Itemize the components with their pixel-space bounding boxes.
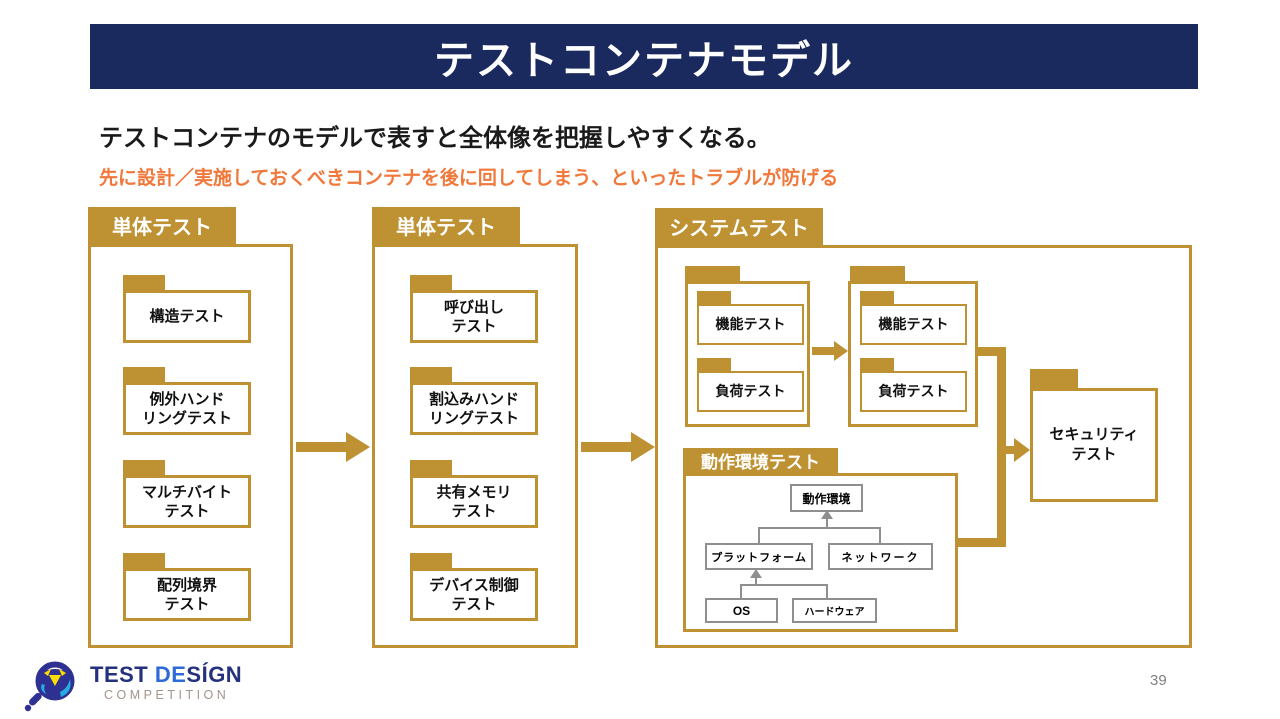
logo-subtext: COMPETITION xyxy=(104,688,230,702)
connector-line xyxy=(955,538,1006,547)
subtitle-text: テストコンテナのモデルで表すと全体像を把握しやすくなる。 xyxy=(99,125,771,152)
folder-tab-icon xyxy=(410,275,452,290)
folder-tab-icon xyxy=(860,358,894,371)
test-item-exception: 例外ハンド リングテスト xyxy=(123,382,251,435)
node-hardware: ハードウェア xyxy=(792,598,877,623)
tree-connector xyxy=(759,527,881,529)
tree-connector xyxy=(879,527,881,543)
connector-line xyxy=(978,347,998,356)
tree-connector xyxy=(741,584,828,586)
folder-tab-icon xyxy=(410,367,452,382)
flow-arrow-sub-head xyxy=(834,341,848,361)
magnifier-fox-icon xyxy=(24,661,75,712)
test-item-function-1: 機能テスト xyxy=(697,304,804,345)
flow-arrow-3 xyxy=(1005,446,1015,454)
tree-arrow-up xyxy=(750,569,762,578)
folder-tab-icon xyxy=(697,291,731,304)
test-item-load-2: 負荷テスト xyxy=(860,371,967,412)
test-item-interrupt: 割込みハンド リングテスト xyxy=(410,382,538,435)
node-operating-environment: 動作環境 xyxy=(790,484,863,512)
folder-tab-icon xyxy=(685,266,740,281)
folder-tab-unit2: 単体テスト xyxy=(372,207,520,244)
tree-connector xyxy=(826,584,828,598)
test-item-structure: 構造テスト xyxy=(123,290,251,343)
test-item-load-1: 負荷テスト xyxy=(697,371,804,412)
folder-tab-icon xyxy=(1030,369,1078,388)
note-text: 先に設計／実施しておくべきコンテナを後に回してしまう、といったトラブルが防げる xyxy=(99,168,839,189)
flow-arrow-1-head xyxy=(346,432,370,462)
folder-tab-icon xyxy=(123,367,165,382)
node-network: ネットワーク xyxy=(828,543,933,570)
connector-line xyxy=(997,347,1006,547)
flow-arrow-3-head xyxy=(1014,438,1030,462)
folder-tab-icon xyxy=(850,266,905,281)
test-item-multibyte: マルチバイト テスト xyxy=(123,475,251,528)
folder-tab-icon xyxy=(123,275,165,290)
folder-tab-icon xyxy=(860,291,894,304)
folder-tab-icon xyxy=(410,553,452,568)
logo: TEST DESÍGN COMPETITION xyxy=(24,656,242,714)
folder-tab-icon xyxy=(123,460,165,475)
folder-tab-system: システムテスト xyxy=(655,208,823,245)
test-item-shared-memory: 共有メモリ テスト xyxy=(410,475,538,528)
folder-tab-icon xyxy=(410,460,452,475)
folder-tab-env: 動作環境テスト xyxy=(683,448,838,473)
flow-arrow-2 xyxy=(581,442,633,452)
folder-tab-icon xyxy=(123,553,165,568)
node-platform: プラットフォーム xyxy=(705,543,813,570)
title-banner: テストコンテナモデル xyxy=(90,24,1198,89)
flow-arrow-1 xyxy=(296,442,348,452)
tree-arrow-up xyxy=(821,510,833,519)
tree-connector xyxy=(826,516,828,529)
tree-connector xyxy=(758,527,760,543)
test-item-call: 呼び出し テスト xyxy=(410,290,538,343)
test-item-security: セキュリティ テスト xyxy=(1030,388,1158,502)
test-item-array-boundary: 配列境界 テスト xyxy=(123,568,251,621)
node-os: OS xyxy=(705,598,778,623)
flow-arrow-sub xyxy=(812,347,836,355)
logo-text: TEST DESÍGN xyxy=(90,662,243,687)
flow-arrow-2-head xyxy=(631,432,655,462)
test-item-device-control: デバイス制御 テスト xyxy=(410,568,538,621)
folder-tab-unit1: 単体テスト xyxy=(88,207,236,244)
page-title: テストコンテナモデル xyxy=(434,38,854,83)
page-number: 39 xyxy=(1150,672,1167,689)
tree-connector xyxy=(740,584,742,598)
folder-tab-icon xyxy=(697,358,731,371)
test-item-function-2: 機能テスト xyxy=(860,304,967,345)
tree-connector xyxy=(755,576,757,586)
